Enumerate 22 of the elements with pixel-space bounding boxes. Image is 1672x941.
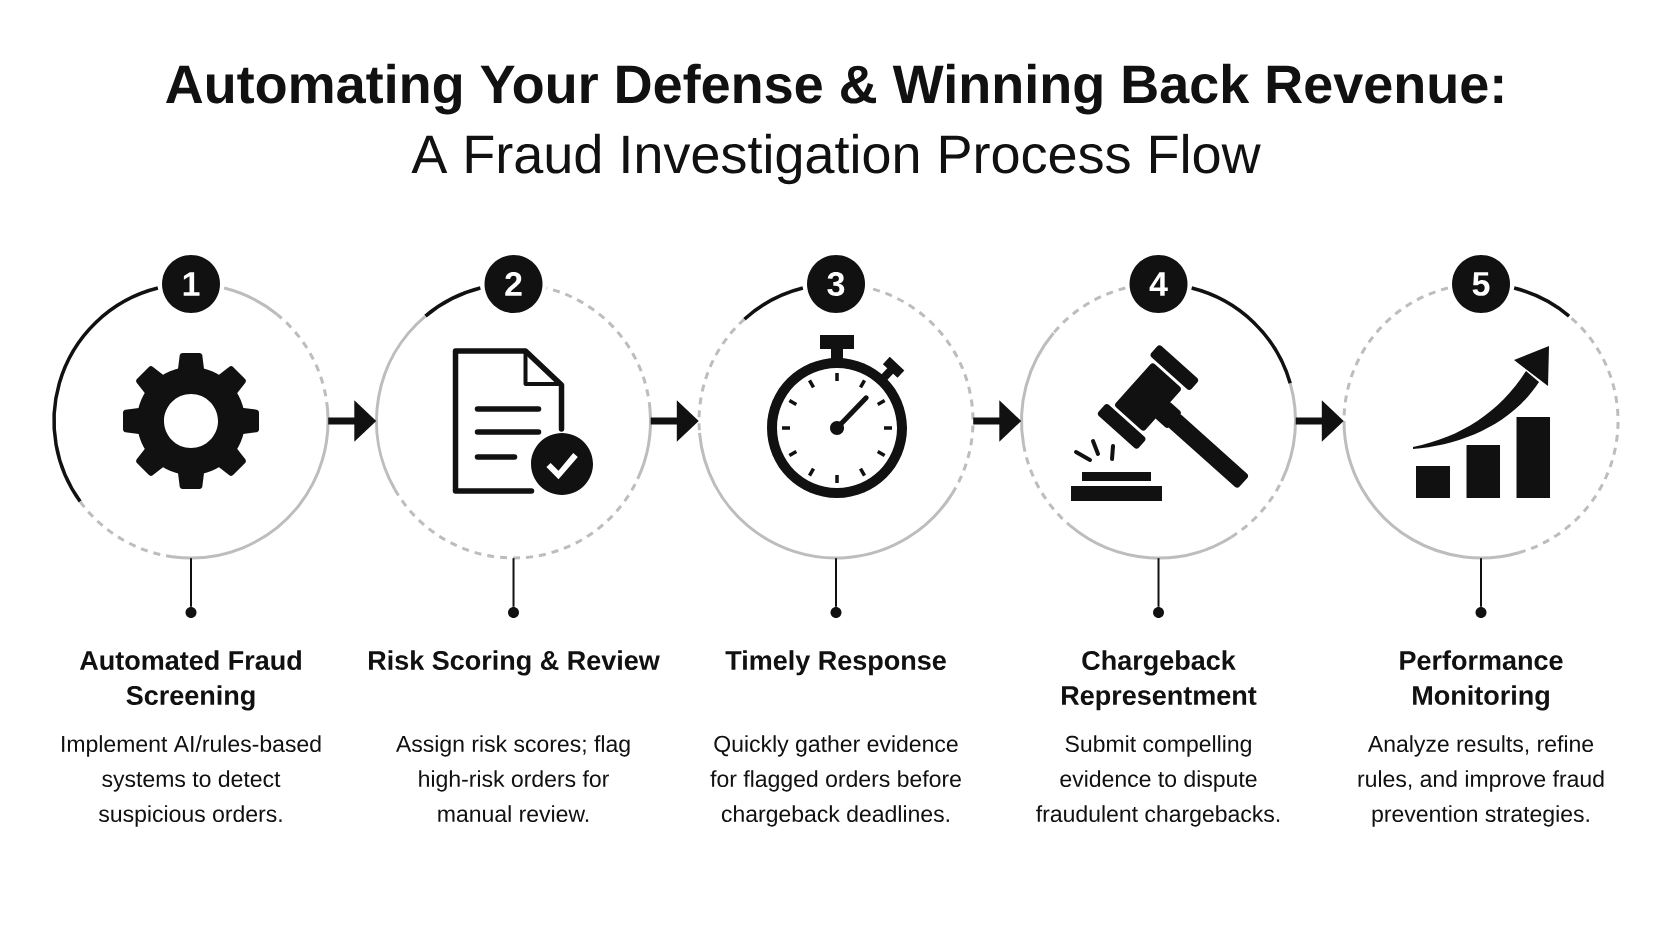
number-badge: 2	[484, 255, 543, 313]
title: Automating Your Defense & Winning Back Revenue:	[166, 63, 1503, 115]
number-badge: 3	[807, 255, 865, 313]
leader-line	[1480, 557, 1482, 608]
step-heading: Automated Fraud Screening	[79, 650, 301, 711]
step-description: Quickly gather evidence for flagged orders before chargeback deadlines.	[710, 735, 961, 827]
step-description: Submit compelling evidence to dispute fraudulent chargebacks.	[1036, 735, 1280, 827]
step-heading: Risk Scoring & Review	[369, 650, 660, 676]
step-description: Analyze results, refine rules, and improve fraud prevention strategies.	[1358, 735, 1604, 827]
step-description: Implement AI/rules-based systems to detect suspicious orders.	[62, 735, 321, 827]
step-heading: Timely Response	[725, 650, 946, 676]
number-badge: 5	[1452, 255, 1510, 313]
number-badge: 4	[1129, 255, 1188, 313]
leader-line	[512, 557, 515, 608]
subtitle: A Fraud Investigation Process Flow	[411, 133, 1261, 185]
leader-line	[835, 557, 837, 608]
leader-line	[190, 557, 192, 608]
leader-line	[1157, 557, 1160, 608]
number-badge: 1	[162, 255, 220, 313]
step-description: Assign risk scores; flag high-risk orders for manual review.	[395, 735, 630, 823]
step-heading: Performance Monitoring	[1400, 650, 1563, 711]
step-heading: Chargeback Representment	[1062, 650, 1257, 711]
